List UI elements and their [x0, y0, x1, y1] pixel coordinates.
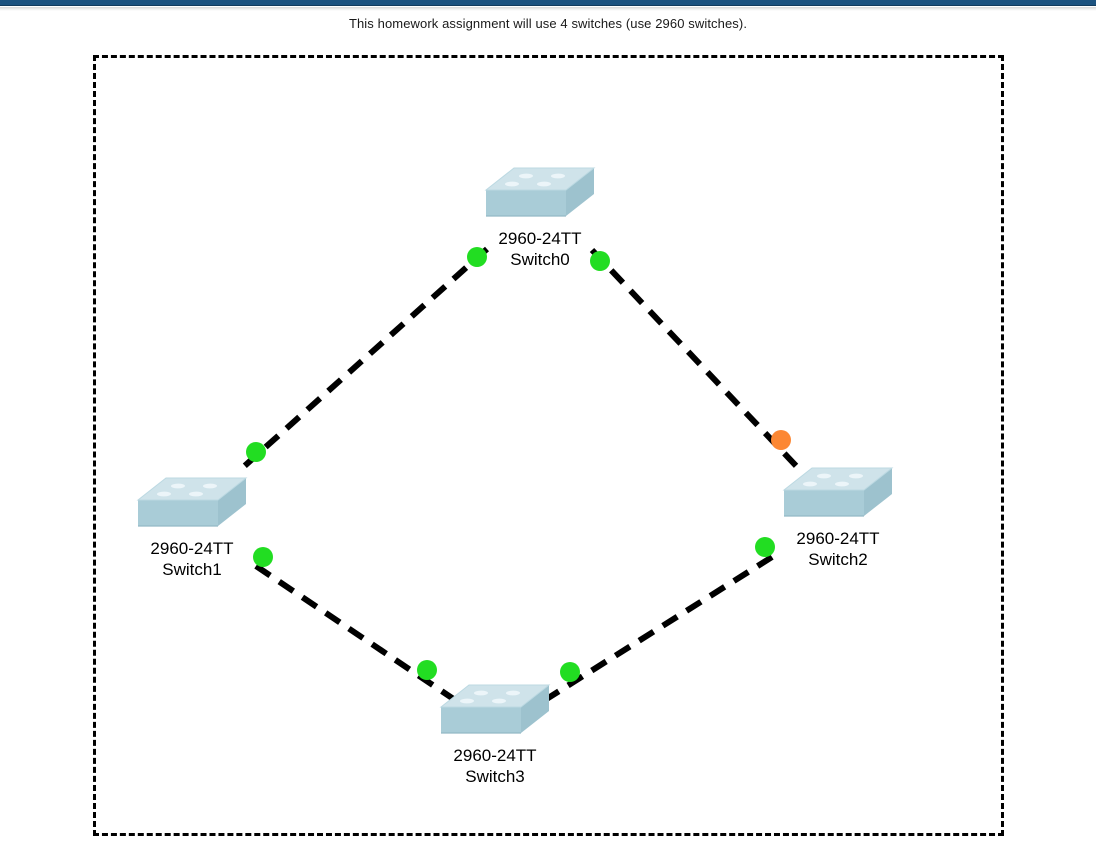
- device-name-label: Switch1: [162, 560, 222, 579]
- switch-icon: [484, 167, 596, 217]
- link-status-dot-warning[interactable]: [771, 430, 791, 450]
- topology-workspace-frame: [93, 55, 1004, 836]
- device-model-label: 2960-24TT: [796, 529, 880, 548]
- switch-icon: [439, 684, 551, 734]
- titlebar-shadow: [0, 7, 1096, 11]
- link-status-dot-up[interactable]: [253, 547, 273, 567]
- switch-icon: [136, 477, 248, 527]
- link-status-dot-up[interactable]: [590, 251, 610, 271]
- window-titlebar: [0, 0, 1096, 6]
- link-status-dot-up[interactable]: [560, 662, 580, 682]
- device-model-label: 2960-24TT: [453, 746, 537, 765]
- link-status-dot-up[interactable]: [467, 247, 487, 267]
- device-node-switch0[interactable]: 2960-24TT Switch0: [455, 164, 625, 270]
- device-model-label: 2960-24TT: [150, 539, 234, 558]
- assignment-caption: This homework assignment will use 4 swit…: [348, 16, 748, 31]
- device-name-label: Switch0: [510, 250, 570, 269]
- link-status-dot-up[interactable]: [417, 660, 437, 680]
- device-node-switch3[interactable]: 2960-24TT Switch3: [410, 681, 580, 787]
- device-model-label: 2960-24TT: [498, 229, 582, 248]
- device-name-label: Switch3: [465, 767, 525, 786]
- device-name-label: Switch2: [808, 550, 868, 569]
- link-status-dot-up[interactable]: [246, 442, 266, 462]
- link-status-dot-up[interactable]: [755, 537, 775, 557]
- device-node-switch1[interactable]: 2960-24TT Switch1: [107, 474, 277, 580]
- device-node-switch2[interactable]: 2960-24TT Switch2: [753, 464, 923, 570]
- switch-icon: [782, 467, 894, 517]
